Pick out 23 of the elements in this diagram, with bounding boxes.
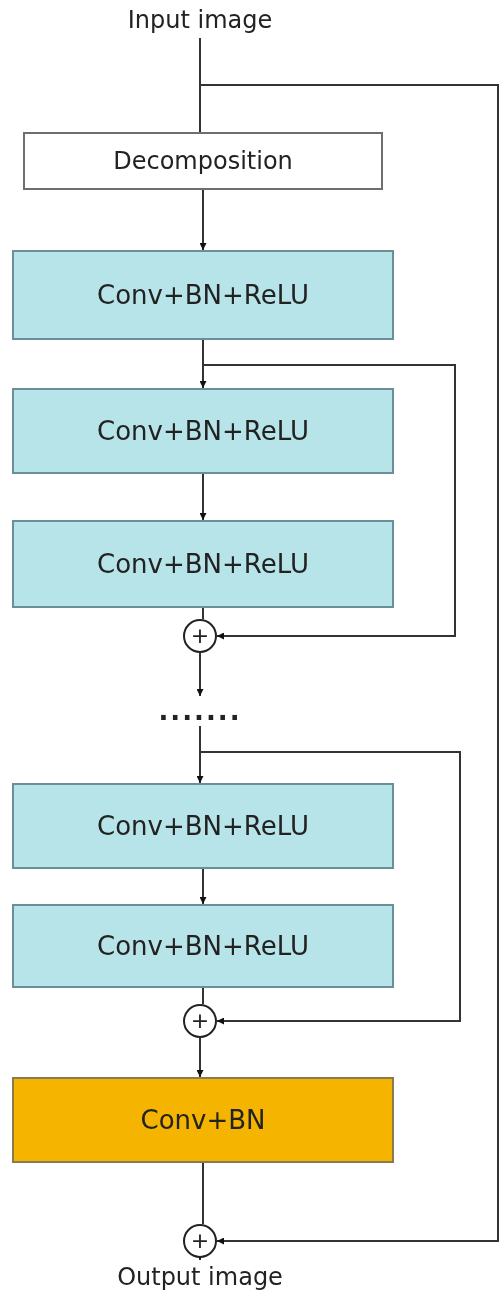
sum-circle: +: [183, 1224, 217, 1258]
caption-text: Input image: [100, 2, 300, 38]
connector-line: [202, 1162, 204, 1225]
arrow: [199, 725, 461, 1025]
layer-box: Conv+BN+ReLU: [12, 250, 394, 340]
arrow: [196, 652, 204, 697]
arrow: [199, 37, 499, 1245]
connector-line: [202, 987, 204, 1005]
sum-circle: +: [183, 619, 217, 653]
layer-box: Conv+BN+ReLU: [12, 388, 394, 474]
arrow: [199, 868, 207, 905]
arrow: [199, 473, 207, 521]
layer-box: Conv+BN+ReLU: [12, 783, 394, 869]
connector-line: [202, 607, 204, 620]
process-box: Decomposition: [23, 132, 383, 190]
layer-box: Conv+BN: [12, 1077, 394, 1163]
caption-text: Output image: [100, 1260, 300, 1294]
layer-box: Conv+BN+ReLU: [12, 904, 394, 988]
sum-circle: +: [183, 1004, 217, 1038]
layer-box: Conv+BN+ReLU: [12, 520, 394, 608]
arrow: [196, 1037, 204, 1078]
arrow: [199, 189, 207, 251]
ellipsis-text: .......: [150, 696, 250, 726]
